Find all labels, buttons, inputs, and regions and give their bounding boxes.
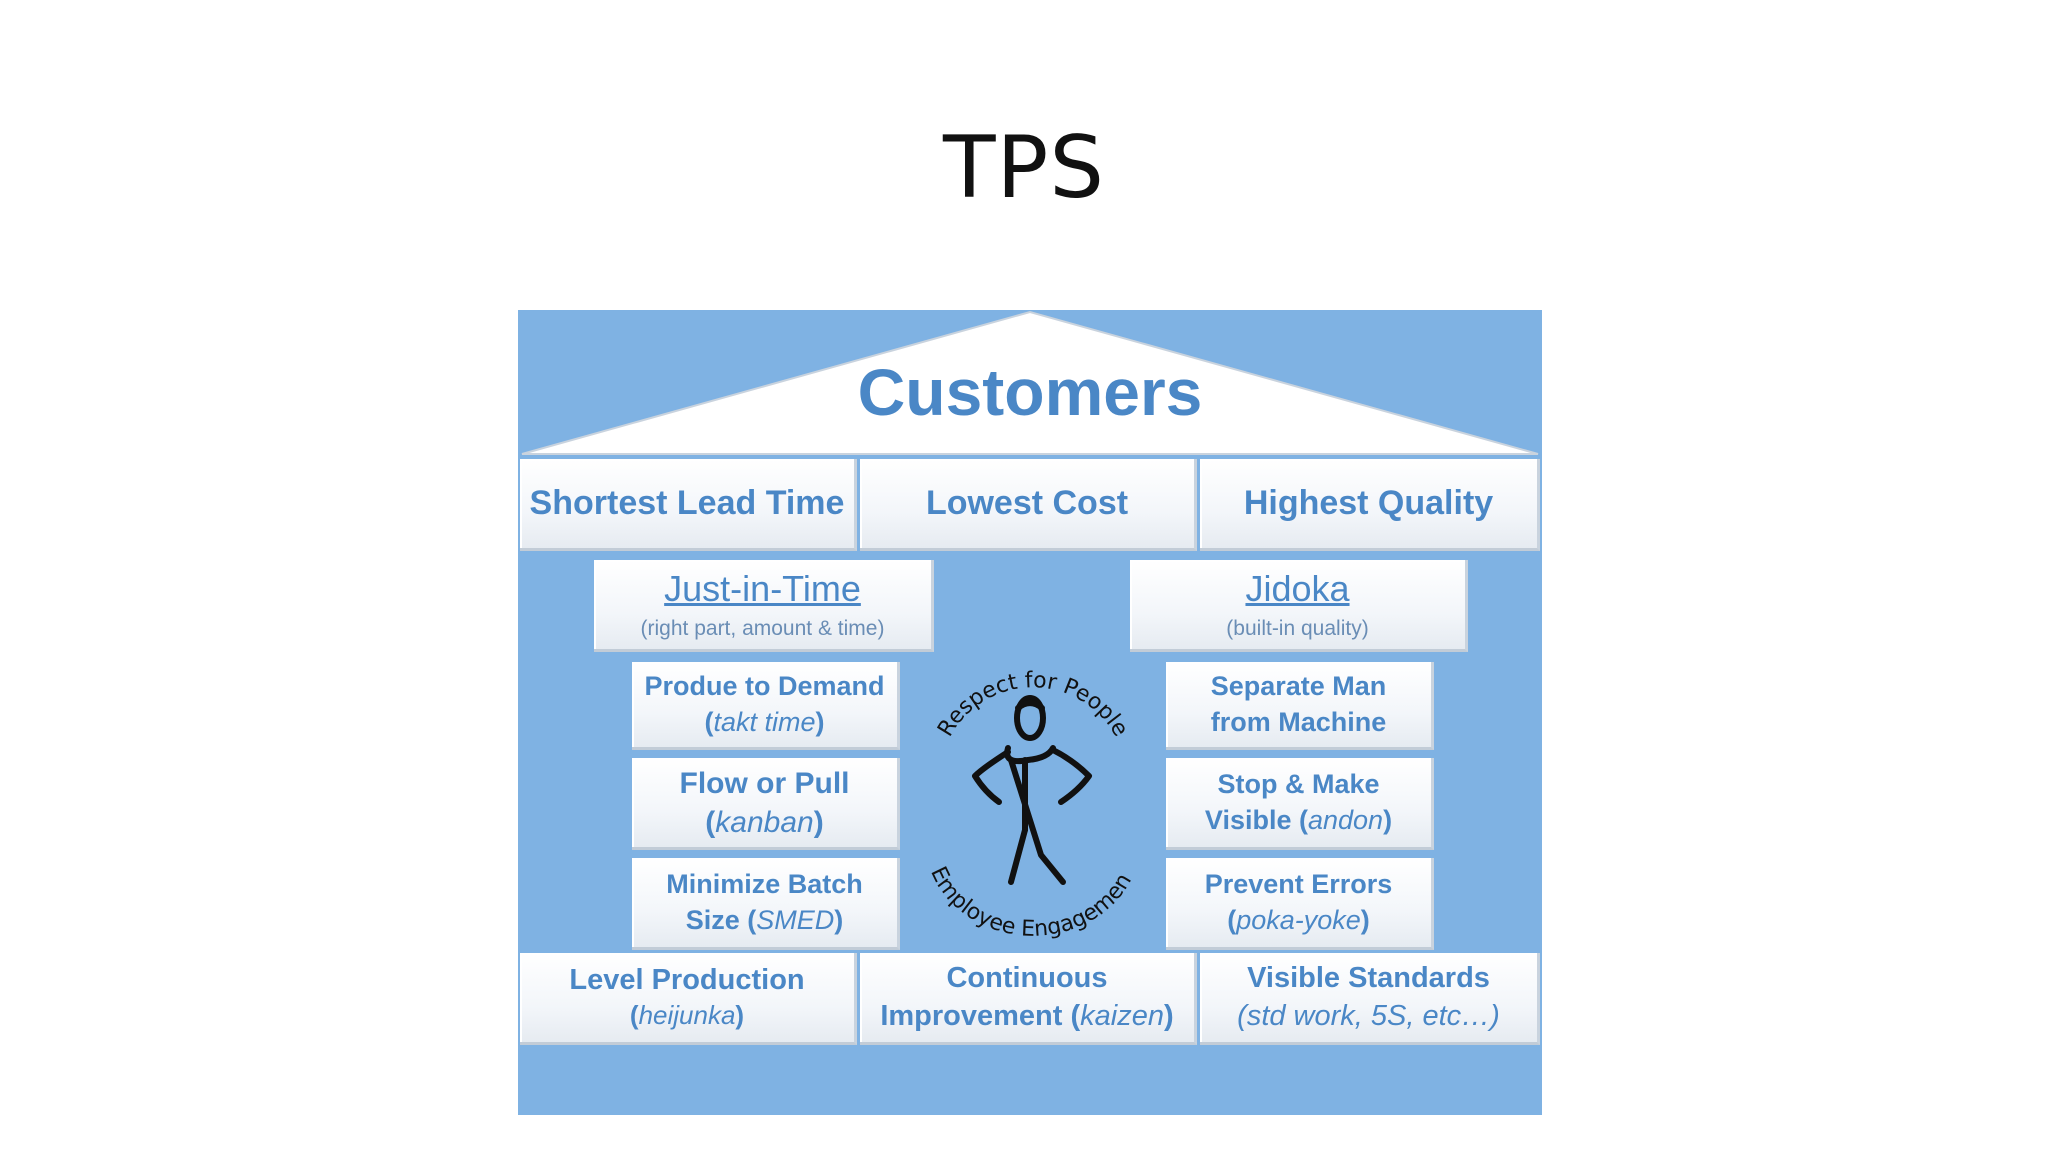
jit-item-demand: Produe to Demand (takt time): [632, 662, 900, 750]
goal-lead-time: Shortest Lead Time: [520, 459, 857, 551]
goal-lowest-cost: Lowest Cost: [860, 459, 1197, 551]
roof-label-customers: Customers: [857, 355, 1203, 429]
foundation-visible-standards: Visible Standards (std work, 5S, etc…): [1200, 953, 1540, 1045]
jidoka-item-separate: Separate Man from Machine: [1166, 662, 1434, 750]
foundation-continuous-improvement: Continuous Improvement (kaizen): [860, 953, 1197, 1045]
jidoka-item-andon: Stop & Make Visible (andon): [1166, 758, 1434, 850]
pillar-head-jit: Just-in-Time (right part, amount & time): [594, 560, 934, 652]
jidoka-item-errors: Prevent Errors (poka-yoke): [1166, 858, 1434, 950]
tps-house-diagram: Customers Shortest Lead Time Lowest Cost…: [518, 310, 1542, 1115]
goal-highest-quality: Highest Quality: [1200, 459, 1540, 551]
roof-triangle: [521, 310, 1539, 455]
jit-subtitle: (right part, amount & time): [640, 617, 885, 641]
foundation-level-production: Level Production (heijunka): [520, 953, 857, 1045]
jidoka-title: Jidoka: [1245, 568, 1350, 610]
jit-item-batch: Minimize Batch Size (SMED): [632, 858, 900, 950]
stick-figure-icon: [972, 695, 1092, 885]
jidoka-subtitle: (built-in quality): [1226, 617, 1369, 641]
jit-title: Just-in-Time: [664, 568, 861, 610]
pillar-head-jidoka: Jidoka (built-in quality): [1130, 560, 1468, 652]
slide-title: TPS: [943, 118, 1105, 218]
respect-for-people-emblem: Respect for People Employee Engagement: [913, 620, 1137, 940]
jit-item-flow: Flow or Pull (kanban): [632, 758, 900, 850]
